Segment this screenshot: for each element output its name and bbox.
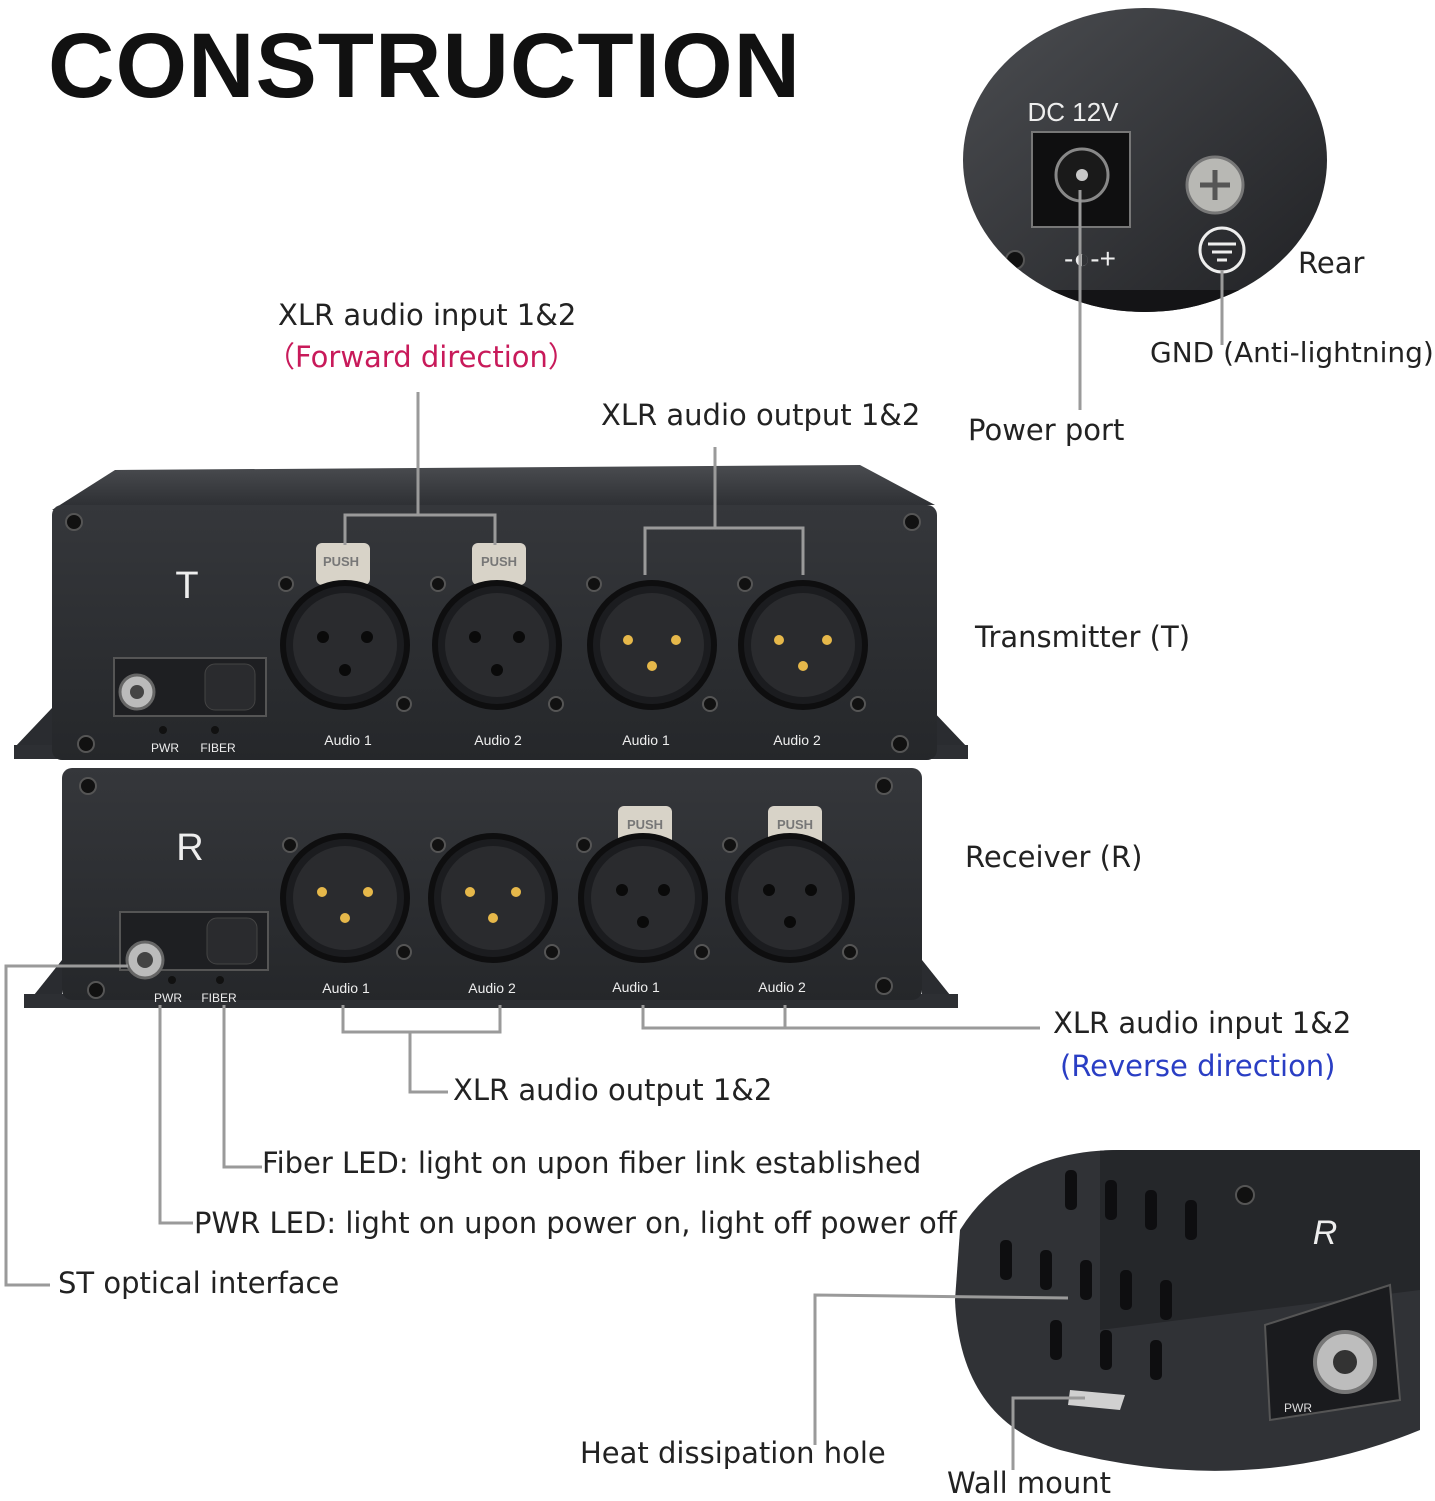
- xlr-input-forward-label: XLR audio input 1&2: [278, 298, 577, 332]
- xlr-output-bottom-label: XLR audio output 1&2: [453, 1073, 773, 1107]
- receiver-label: Receiver (R): [965, 840, 1143, 874]
- wall-mount-label: Wall mount: [947, 1466, 1112, 1500]
- receiver-push-tab-1: PUSH: [627, 817, 663, 832]
- transmitter-screws: [65, 513, 921, 753]
- transmitter-port-label-4: Audio 2: [773, 732, 821, 748]
- leader-heat: [813, 1293, 1069, 1445]
- transmitter-port-label-3: Audio 1: [622, 732, 670, 748]
- transmitter-port-label-1: Audio 1: [324, 732, 372, 748]
- receiver-screws: [79, 777, 893, 999]
- page-title: CONSTRUCTION: [48, 15, 802, 117]
- receiver-xlr-out-2: [428, 833, 558, 963]
- transmitter-push-tab-2: PUSH: [481, 554, 517, 569]
- transmitter-unit: T PUSH PUSH PWR FIBER Audio 1 Audio 2 Au…: [14, 465, 968, 760]
- st-optical-label: ST optical interface: [58, 1266, 340, 1300]
- transmitter-pwr-label: PWR: [151, 741, 179, 755]
- transmitter-xlr-in-1: [280, 543, 410, 710]
- receiver-port-label-4: Audio 2: [758, 979, 806, 995]
- dc-12v-label: DC 12V: [1027, 97, 1119, 127]
- transmitter-push-tab-1: PUSH: [323, 554, 359, 569]
- receiver-port-label-2: Audio 2: [468, 980, 516, 996]
- transmitter-xlr-out-2: [738, 580, 868, 710]
- leader-wall: [1011, 1396, 1085, 1470]
- forward-direction-label: （Forward direction）: [266, 340, 577, 374]
- gnd-label: GND (Anti-lightning): [1150, 336, 1434, 369]
- wall-mount-slot: [1068, 1390, 1125, 1410]
- transmitter-xlr-in-2: [432, 543, 562, 710]
- transmitter-letter: T: [175, 565, 198, 607]
- side-inset-letter: R: [1313, 1214, 1338, 1252]
- transmitter-xlr-out-1: [587, 580, 717, 710]
- side-inset-pwr-label: PWR: [1284, 1401, 1312, 1415]
- xlr-input-reverse-label: XLR audio input 1&2: [1053, 1006, 1352, 1040]
- reverse-direction-label: (Reverse direction): [1060, 1049, 1336, 1083]
- fiber-led-label: Fiber LED: light on upon fiber link esta…: [262, 1146, 922, 1180]
- leader-st-optical: [4, 964, 128, 1287]
- transmitter-label: Transmitter (T): [975, 620, 1191, 654]
- receiver-xlr-in-2: [725, 806, 855, 963]
- rear-inset: DC 12V -◐-+: [963, 8, 1327, 312]
- side-inset: R PWR: [955, 1150, 1420, 1471]
- leader-fiber-led: [222, 1005, 262, 1169]
- heat-dissipation-label: Heat dissipation hole: [580, 1436, 886, 1470]
- pwr-led-label: PWR LED: light on upon power on, light o…: [194, 1206, 957, 1240]
- power-port-label: Power port: [968, 413, 1125, 447]
- transmitter-top: [52, 465, 935, 510]
- heat-dissipation-holes: [1000, 1170, 1197, 1380]
- rear-label: Rear: [1298, 246, 1365, 280]
- receiver-letter: R: [176, 827, 203, 869]
- xlr-output-top-label: XLR audio output 1&2: [601, 398, 921, 432]
- leader-xlr-in-fwd: [343, 392, 497, 545]
- transmitter-pwr-led: [159, 726, 167, 734]
- receiver-unit: R PUSH PUSH PWR FIBER Audio 1 Audio 2 Au…: [24, 768, 958, 1008]
- polarity-symbol: -◐-+: [1064, 243, 1116, 274]
- transmitter-fiber-led: [211, 726, 219, 734]
- transmitter-port-label-2: Audio 2: [474, 732, 522, 748]
- receiver-xlr-out-1: [280, 833, 410, 963]
- receiver-fiber-label: FIBER: [201, 991, 237, 1005]
- leader-xlr-out-bottom: [341, 1005, 502, 1094]
- leader-xlr-in-rev: [641, 1005, 1040, 1030]
- receiver-pwr-label: PWR: [154, 991, 182, 1005]
- leader-lines: [4, 190, 1224, 1470]
- transmitter-fiber-label: FIBER: [200, 741, 236, 755]
- leader-xlr-out-top: [643, 447, 805, 575]
- leader-pwr-led: [158, 1005, 193, 1225]
- receiver-port-label-3: Audio 1: [612, 979, 660, 995]
- receiver-xlr-in-1: [578, 806, 708, 963]
- receiver-port-label-1: Audio 1: [322, 980, 370, 996]
- receiver-push-tab-2: PUSH: [777, 817, 813, 832]
